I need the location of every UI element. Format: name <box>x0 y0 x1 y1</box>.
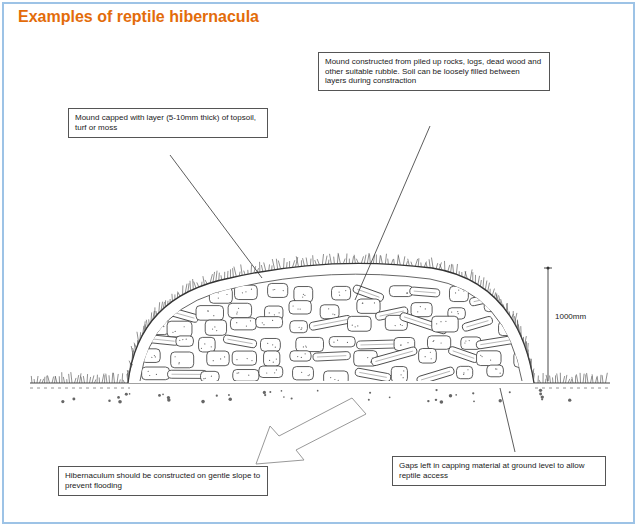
diagram-title: Examples of reptile hibernacula <box>18 8 259 26</box>
dimension-marker <box>544 267 552 382</box>
callout-text: Mound constructed from piled up rocks, l… <box>325 57 543 86</box>
grass-tufts <box>31 253 607 383</box>
callout-box: Hibernaculum should be constructed on ge… <box>58 466 268 496</box>
slope-arrow <box>256 398 366 464</box>
callout-box: Gaps left in capping material at ground … <box>392 456 606 486</box>
soil-line <box>30 388 610 389</box>
soil-pebbles <box>61 389 571 404</box>
callout-box: Mound constructed from piled up rocks, l… <box>318 52 550 91</box>
rubble-fill <box>134 283 536 385</box>
dimension-label: 1000mm <box>554 312 587 321</box>
callout-text: Gaps left in capping material at ground … <box>399 461 599 480</box>
callout-box: Mound capped with layer (5-10mm thick) o… <box>68 108 268 138</box>
callout-text: Hibernaculum should be constructed on ge… <box>65 471 261 490</box>
cap-inner-line <box>140 274 522 381</box>
mound-cap <box>128 263 534 383</box>
callout-text: Mound capped with layer (5-10mm thick) o… <box>75 113 261 132</box>
